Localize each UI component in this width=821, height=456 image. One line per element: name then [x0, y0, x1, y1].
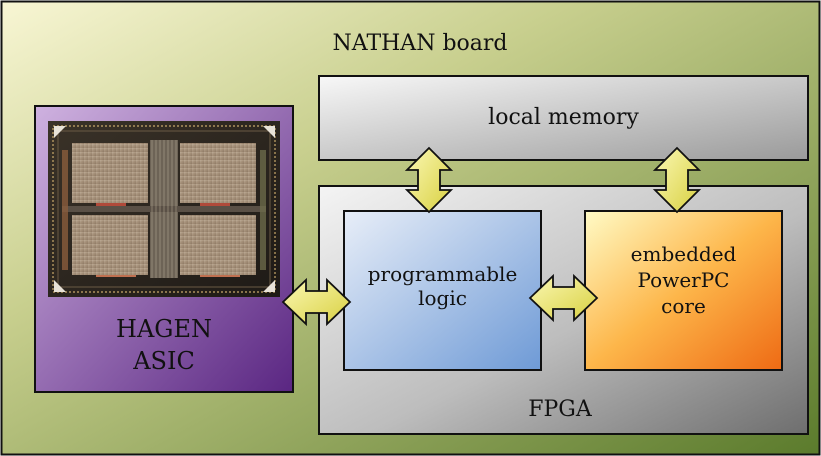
hagen-asic-label: HAGEN ASIC — [35, 313, 293, 378]
hagen-asic-line-1: HAGEN — [116, 315, 212, 343]
arrow-asic-logic — [281, 277, 352, 327]
programmable-logic-line-1: programmable — [367, 262, 518, 286]
powerpc-line-2: PowerPC — [637, 268, 730, 292]
board-label: NATHAN board — [332, 31, 508, 56]
arrow-logic-powerpc — [528, 273, 599, 323]
programmable-logic-label: programmable logic — [344, 262, 541, 310]
local-memory-block — [318, 75, 809, 161]
powerpc-line-1: embedded — [630, 242, 737, 266]
local-memory-label: local memory — [488, 105, 639, 130]
arrow-powerpc-memory — [652, 146, 702, 214]
hagen-asic-line-2: ASIC — [133, 347, 195, 376]
powerpc-core-block — [584, 210, 783, 371]
powerpc-core-label: embedded PowerPC core — [585, 241, 782, 319]
programmable-logic-block — [343, 210, 542, 371]
programmable-logic-line-2: logic — [418, 286, 467, 310]
powerpc-line-3: core — [661, 294, 706, 318]
arrow-logic-memory — [404, 146, 454, 214]
asic-die-image — [48, 121, 280, 297]
fpga-label: FPGA — [528, 397, 592, 422]
